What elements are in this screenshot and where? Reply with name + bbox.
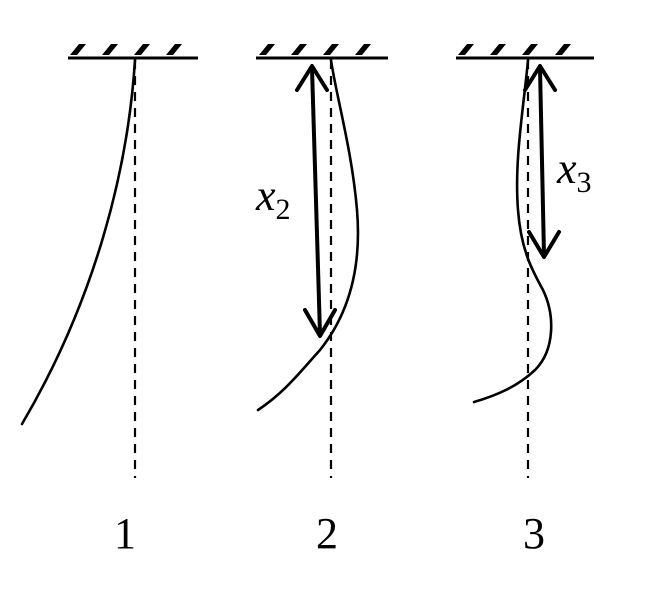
ceiling-support-2 (256, 44, 388, 60)
string-curve-2 (256, 58, 360, 412)
distance-arrow-x3 (523, 64, 561, 259)
mode-2: x2 2 (255, 44, 388, 558)
string-curve-1 (20, 58, 137, 426)
distance-label-x2: x2 (255, 171, 291, 226)
ceiling-support-1 (68, 44, 198, 60)
mode-number-3: 3 (523, 509, 545, 558)
mode-number-2: 2 (316, 509, 338, 558)
mode-1: 1 (20, 44, 198, 558)
ceiling-support-3 (456, 44, 594, 60)
distance-arrow-x2 (295, 64, 337, 338)
mode-number-1: 1 (114, 509, 136, 558)
distance-label-x3: x3 (556, 144, 592, 199)
string-curve-3 (472, 58, 553, 404)
mode-3: x3 3 (456, 44, 594, 558)
